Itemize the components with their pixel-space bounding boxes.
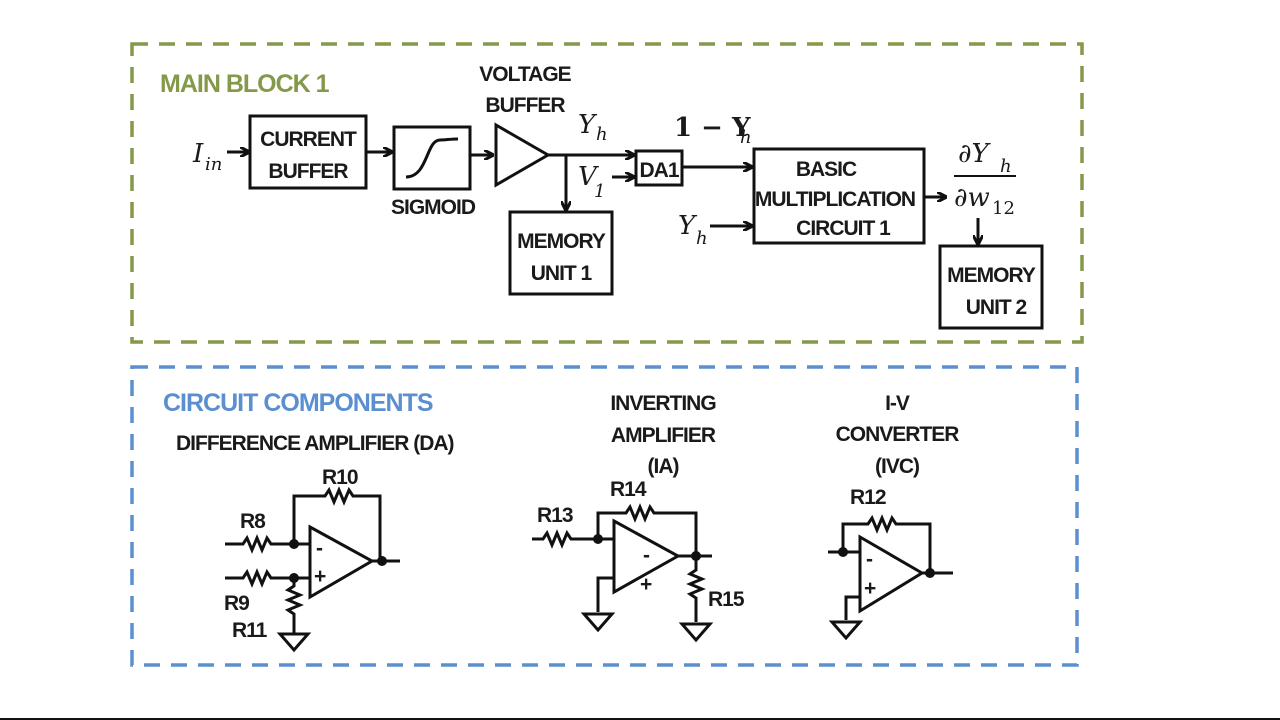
v1-label: V 1	[578, 162, 605, 202]
ground-icon	[678, 622, 714, 643]
svg-text:R14: R14	[610, 478, 647, 501]
difference-amplifier: DIFFERENCE AMPLIFIER (DA) - + R8 R9 R10 …	[176, 432, 455, 653]
svg-text:INVERTING: INVERTING	[610, 392, 716, 415]
resistor-r13-icon	[532, 529, 614, 549]
svg-text:BASIC: BASIC	[796, 158, 857, 181]
svg-text:-: -	[316, 537, 323, 560]
memory-unit-2-block: MEMORY UNIT 2	[938, 244, 1044, 330]
svg-text:MULTIPLICATION: MULTIPLICATION	[755, 188, 915, 211]
svg-text:CURRENT: CURRENT	[260, 128, 357, 151]
svg-text:h: h	[596, 124, 608, 145]
sigmoid-block: SIGMOID	[391, 125, 477, 219]
svg-text:1 − Y: 1 − Y	[674, 113, 751, 143]
da1-block: DA1	[634, 149, 684, 187]
node-dot	[593, 534, 603, 544]
opamp-triangle-icon	[858, 534, 925, 614]
svg-text:(IVC): (IVC)	[875, 455, 919, 478]
svg-text:BUFFER: BUFFER	[485, 94, 565, 117]
node-dot	[925, 568, 935, 578]
iv-converter: I-V CONVERTER (IVC) - + R12	[828, 392, 960, 641]
svg-text:1: 1	[594, 181, 605, 202]
resistor-r8-icon	[225, 534, 310, 554]
svg-text:∂Y: ∂Y	[958, 139, 991, 169]
svg-text:Y: Y	[578, 110, 598, 140]
svg-text:+: +	[864, 577, 876, 600]
resistor-r9-icon	[225, 568, 310, 588]
svg-text:-: -	[643, 544, 650, 567]
resistor-r11-icon	[284, 578, 304, 633]
svg-text:CIRCUIT 1: CIRCUIT 1	[796, 217, 891, 240]
memory-unit-1-block: MEMORY UNIT 1	[508, 210, 614, 296]
svg-text:+: +	[314, 565, 326, 588]
ground-icon	[276, 632, 312, 653]
svg-text:(IA): (IA)	[648, 455, 679, 478]
resistor-r14-icon	[596, 503, 698, 556]
svg-text:R9: R9	[224, 592, 249, 615]
svg-text:12: 12	[992, 198, 1015, 219]
svg-text:MEMORY: MEMORY	[517, 230, 606, 253]
svg-text:h: h	[740, 127, 752, 148]
resistor-r12-icon	[841, 514, 932, 573]
svg-text:SIGMOID: SIGMOID	[391, 196, 476, 219]
node-dot	[289, 539, 299, 549]
svg-text:UNIT 1: UNIT 1	[531, 262, 593, 285]
svg-text:-: -	[866, 548, 873, 571]
main-block-title: MAIN BLOCK 1	[160, 70, 330, 98]
svg-text:+: +	[640, 573, 652, 596]
node-dot	[377, 556, 387, 566]
svg-text:Y: Y	[678, 211, 698, 241]
buffer-triangle-icon	[494, 122, 552, 188]
one-minus-yh-label: 1 − Y h	[674, 113, 752, 148]
circuit-components: CIRCUIT COMPONENTS DIFFERENCE AMPLIFIER …	[130, 365, 1079, 667]
svg-text:R8: R8	[240, 510, 266, 533]
inverting-amplifier: INVERTING AMPLIFIER (IA) - + R13 R14 R15	[532, 392, 746, 643]
yh-label: Y h	[578, 110, 608, 145]
svg-text:R13: R13	[537, 504, 573, 527]
svg-text:DIFFERENCE AMPLIFIER (DA): DIFFERENCE AMPLIFIER (DA)	[176, 432, 454, 455]
svg-text:h: h	[696, 228, 708, 249]
svg-text:R12: R12	[850, 486, 886, 509]
svg-text:UNIT 2: UNIT 2	[966, 296, 1027, 319]
opamp-triangle-icon	[612, 518, 682, 595]
resistor-r15-icon	[686, 556, 706, 622]
svg-text:I: I	[192, 139, 204, 169]
sigmoid-curve-icon	[405, 137, 459, 179]
main-block-border	[130, 42, 1084, 344]
svg-text:CONVERTER: CONVERTER	[836, 423, 960, 446]
ground-icon	[828, 620, 864, 641]
svg-text:in: in	[205, 154, 222, 175]
yh-input-label: Y h	[678, 211, 708, 249]
components-title: CIRCUIT COMPONENTS	[163, 389, 433, 417]
svg-text:MEMORY: MEMORY	[947, 264, 1036, 287]
svg-text:DA1: DA1	[639, 159, 679, 182]
svg-text:VOLTAGE: VOLTAGE	[479, 63, 571, 86]
svg-text:∂w: ∂w	[954, 183, 990, 213]
derivative-label: ∂Y h ∂w 12	[954, 139, 1016, 219]
svg-text:V: V	[578, 162, 599, 192]
ground-icon	[580, 612, 616, 633]
node-dot	[838, 547, 848, 557]
svg-text:AMPLIFIER: AMPLIFIER	[611, 424, 716, 447]
basic-multiplication-circuit-block: BASIC MULTIPLICATION CIRCUIT 1	[752, 147, 926, 245]
main-block-1: MAIN BLOCK 1 I in CURRENT BUFFER SIGMOID…	[130, 42, 1084, 344]
svg-text:BUFFER: BUFFER	[268, 160, 348, 183]
svg-text:R10: R10	[322, 466, 358, 489]
svg-text:R15: R15	[708, 588, 745, 611]
svg-text:h: h	[1000, 156, 1012, 177]
opamp-triangle-icon	[308, 524, 376, 600]
input-current-label: I in	[192, 139, 222, 175]
voltage-buffer: VOLTAGE BUFFER	[479, 63, 573, 188]
current-buffer-block: CURRENT BUFFER	[248, 114, 368, 190]
resistor-r10-icon	[292, 486, 382, 561]
components-border	[130, 365, 1079, 667]
svg-text:R11: R11	[232, 619, 268, 642]
svg-text:I-V: I-V	[885, 392, 910, 415]
